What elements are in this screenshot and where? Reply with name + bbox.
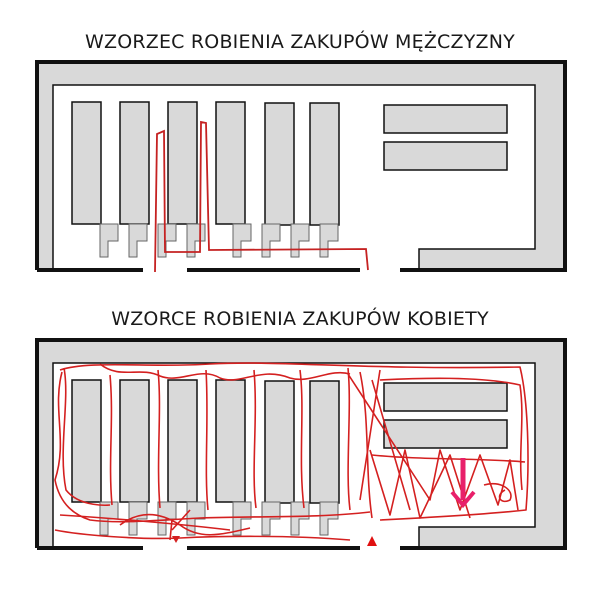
entrance-triangle-icon bbox=[367, 536, 377, 546]
women-shopping-path bbox=[54, 362, 529, 541]
men-shopping-path bbox=[154, 120, 369, 273]
men-diagram-title: WZORZEC ROBIENIA ZAKUPÓW MĘŻCZYZNY bbox=[85, 31, 515, 53]
women-floor-plan bbox=[37, 340, 565, 548]
entrance-marker-icon bbox=[172, 536, 180, 543]
men-floor-plan bbox=[37, 62, 565, 273]
women-diagram-title: WZORCE ROBIENIA ZAKUPÓW KOBIETY bbox=[111, 308, 489, 330]
direction-arrow-icon bbox=[450, 458, 476, 509]
